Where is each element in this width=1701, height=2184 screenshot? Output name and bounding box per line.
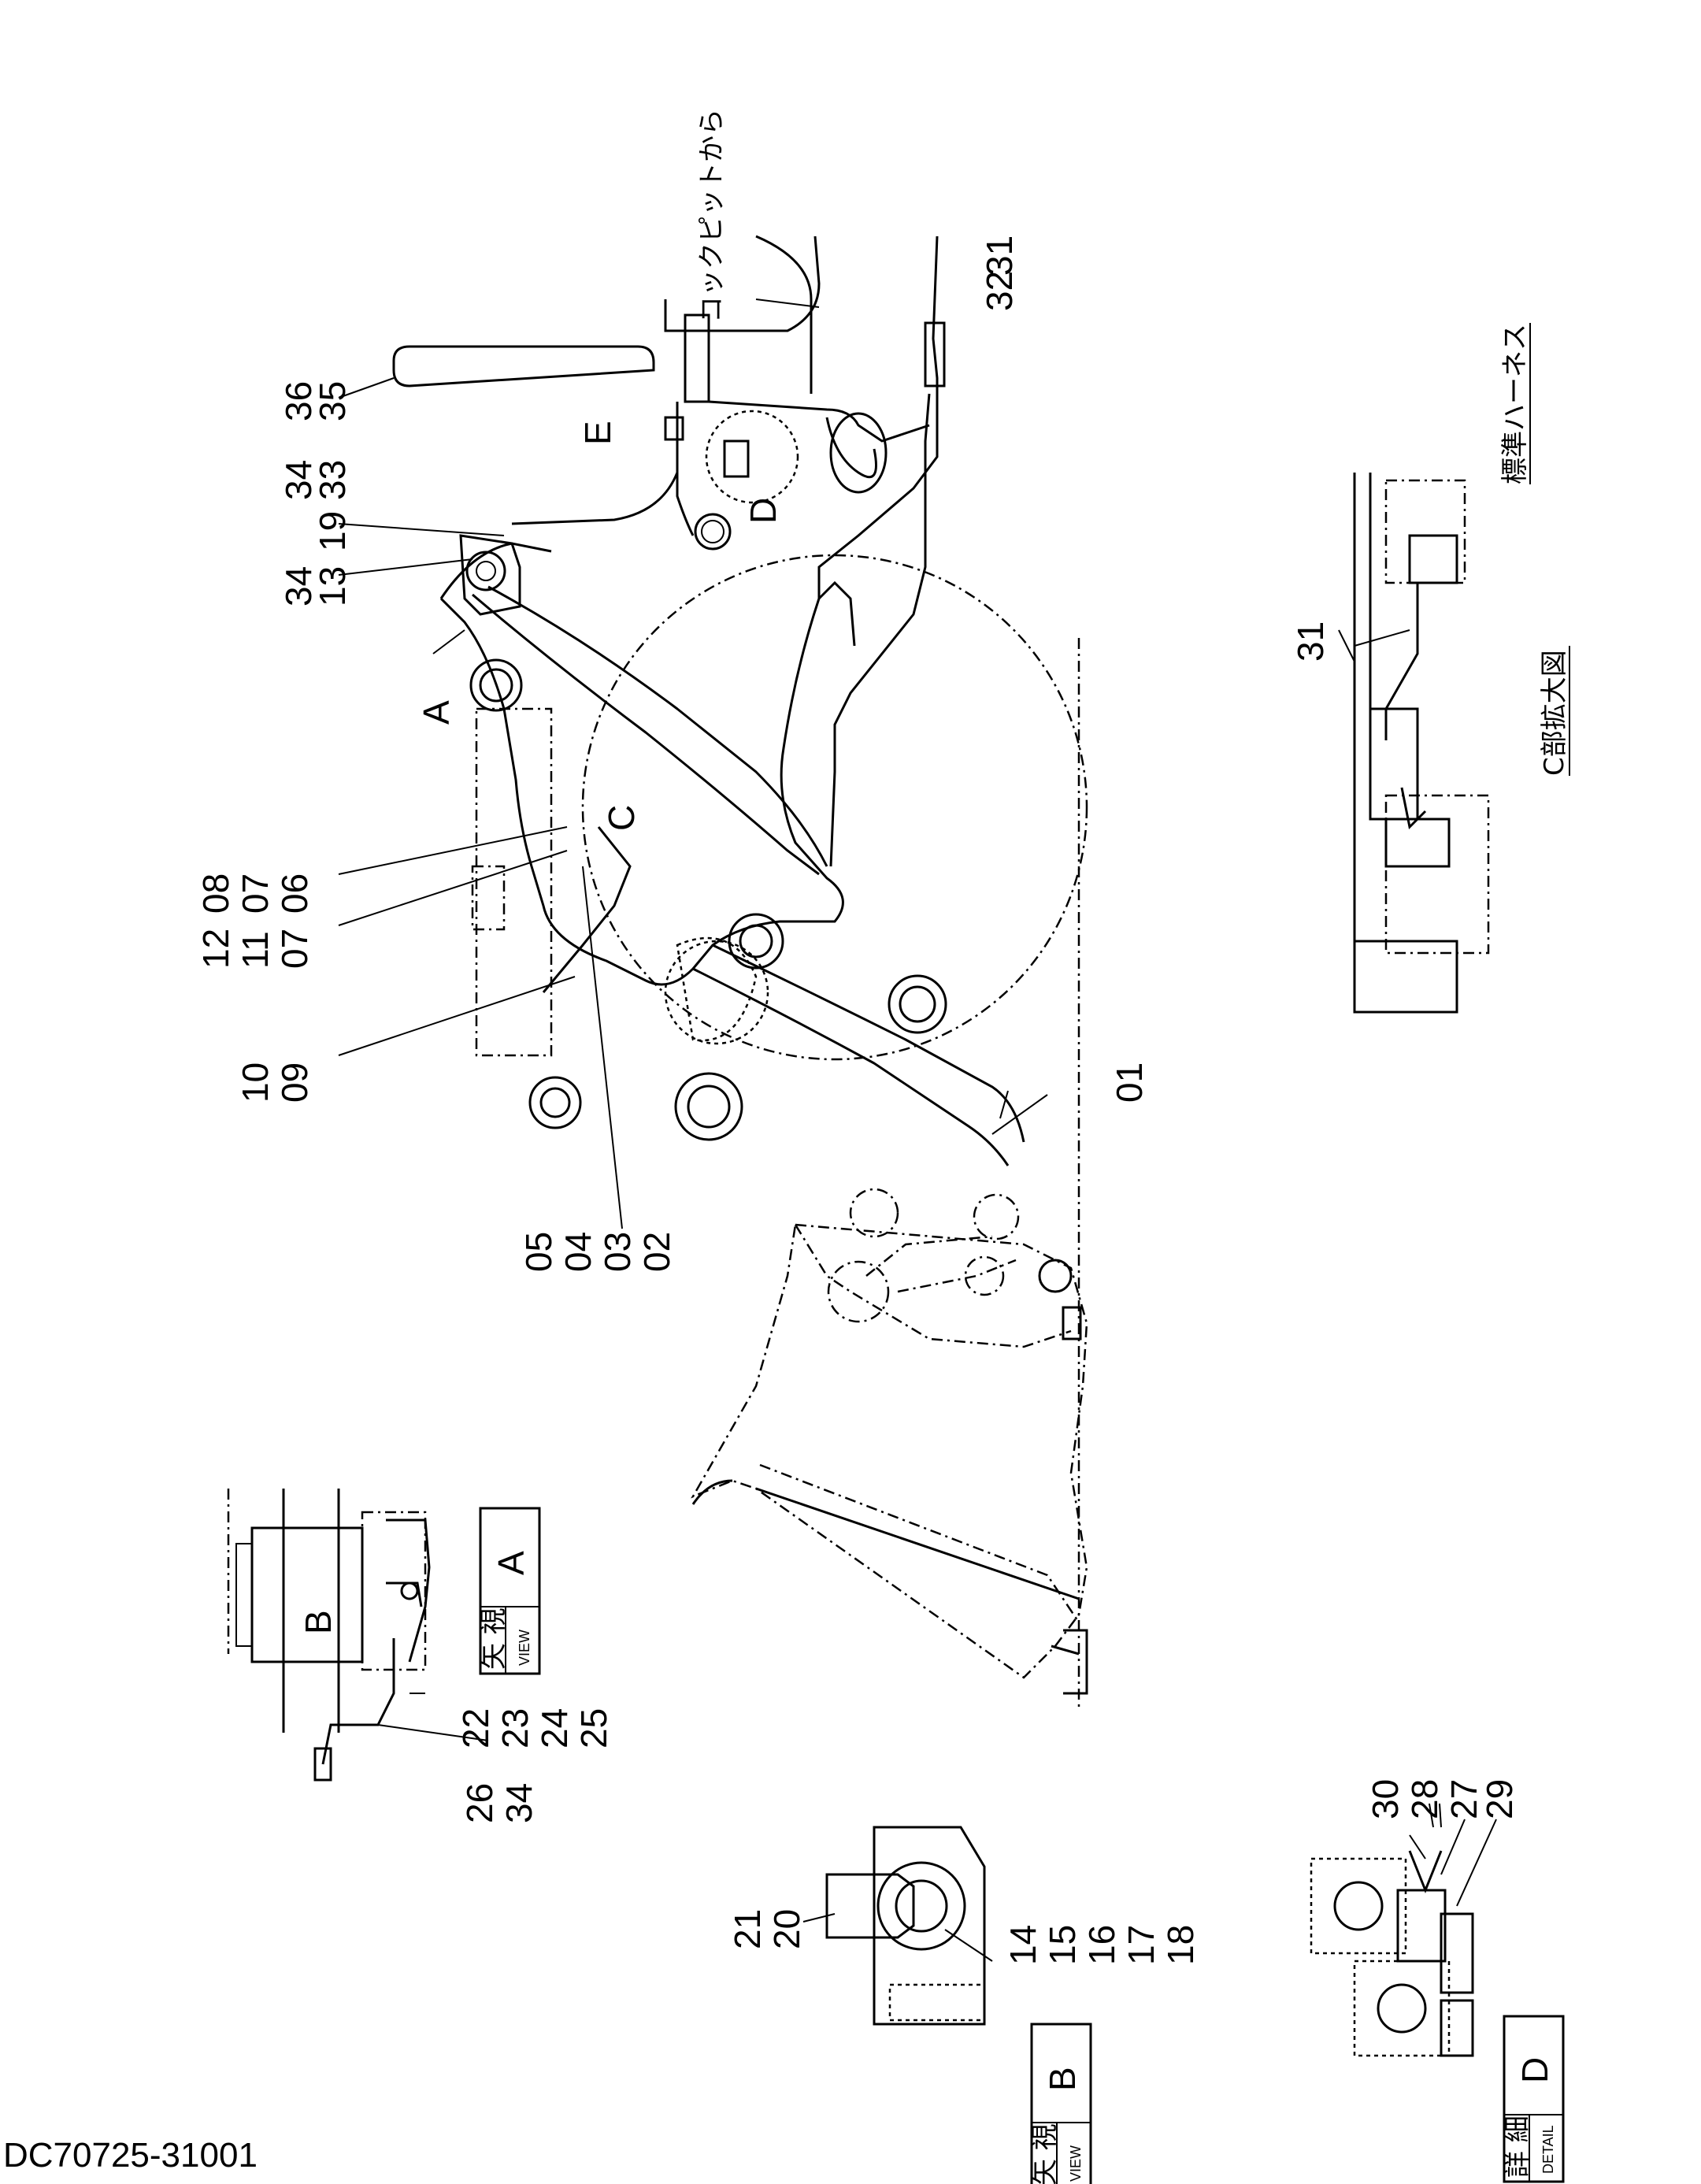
boom-assembly (439, 235, 1088, 1709)
label-20: 20 (766, 1909, 807, 1949)
label-33: 33 (312, 460, 353, 500)
callout-e: E (577, 421, 618, 445)
label-36: 36 (278, 381, 319, 421)
bucket (691, 1188, 1088, 1695)
detail-d-letter: D (1514, 2057, 1555, 2083)
view-b-en: VIEW (1068, 2145, 1084, 2182)
upper-pipe-assembly (392, 235, 930, 616)
detail-d-jp: 詳 細 (1502, 2115, 1533, 2178)
view-a-jp: 矢 視 (478, 1607, 510, 1670)
label-02: 02 (636, 1232, 677, 1272)
label-03: 03 (597, 1232, 638, 1272)
label-06: 06 (274, 873, 315, 914)
detail-d-en: DETAIL (1540, 2125, 1556, 2174)
view-b-letter: B (1042, 2067, 1083, 2091)
label-18: 18 (1160, 1925, 1201, 1965)
label-16: 16 (1081, 1925, 1122, 1965)
label-04: 04 (558, 1232, 598, 1272)
label-28: 28 (1404, 1779, 1445, 1819)
document-id: DC70725-31001 (3, 2136, 258, 2175)
callout-b: B (298, 1610, 339, 1634)
view-b-jp: 矢 視 (1029, 2123, 1061, 2184)
notes: コックピットから 標準ハーネス C部拡大図 (696, 109, 1570, 776)
label-26: 26 (459, 1783, 500, 1823)
label-17: 17 (1121, 1925, 1162, 1965)
view-a-detail (227, 1489, 541, 1782)
callout-d: D (743, 498, 784, 524)
label-27: 27 (1443, 1779, 1484, 1819)
label-34b: 34 (278, 566, 319, 606)
view-box-text: 矢 視 VIEW A 矢 視 VIEW B 詳 細 DETAIL D (478, 1551, 1556, 2184)
callout-letters: A C D E B (298, 421, 784, 1634)
leader-lines (338, 298, 1048, 1229)
view-a-letter: A (491, 1551, 532, 1575)
view-a-en: VIEW (517, 1630, 532, 1666)
label-08: 08 (195, 873, 236, 914)
label-34a: 34 (278, 460, 319, 500)
label-07b: 07 (235, 873, 276, 914)
label-15: 15 (1042, 1925, 1083, 1965)
label-23: 23 (495, 1708, 536, 1748)
label-10: 10 (235, 1062, 276, 1103)
callout-c: C (601, 805, 642, 831)
d-detail (1310, 1803, 1565, 2183)
label-34c: 34 (498, 1783, 539, 1823)
label-09: 09 (274, 1062, 315, 1103)
note-c-detail: C部拡大図 (1539, 650, 1570, 776)
label-24: 24 (534, 1708, 575, 1748)
label-12: 12 (195, 929, 236, 969)
note-standard-harness: 標準ハーネス (1499, 324, 1531, 484)
label-11: 11 (235, 931, 276, 969)
callout-a: A (416, 700, 457, 725)
label-22: 22 (455, 1708, 496, 1748)
label-14: 14 (1002, 1925, 1043, 1965)
label-30: 30 (1365, 1779, 1406, 1819)
c-enlarged-detail (1338, 473, 1490, 1014)
label-05: 05 (518, 1232, 559, 1272)
label-21: 21 (727, 1909, 768, 1949)
label-07a: 07 (274, 929, 315, 969)
label-31c: 31 (1290, 621, 1331, 662)
part-labels: 31 32 36 35 34 33 19 34 13 12 11 07 08 0… (195, 235, 1520, 1965)
label-29: 29 (1479, 1779, 1520, 1819)
label-32: 32 (979, 271, 1020, 311)
label-13: 13 (312, 566, 353, 606)
label-01: 01 (1109, 1062, 1150, 1103)
view-b-detail (802, 1826, 1092, 2184)
label-35: 35 (312, 381, 353, 421)
label-19: 19 (312, 511, 353, 551)
label-31: 31 (979, 235, 1020, 276)
note-from-cockpit: コックピットから (696, 109, 728, 323)
label-25: 25 (573, 1708, 614, 1748)
